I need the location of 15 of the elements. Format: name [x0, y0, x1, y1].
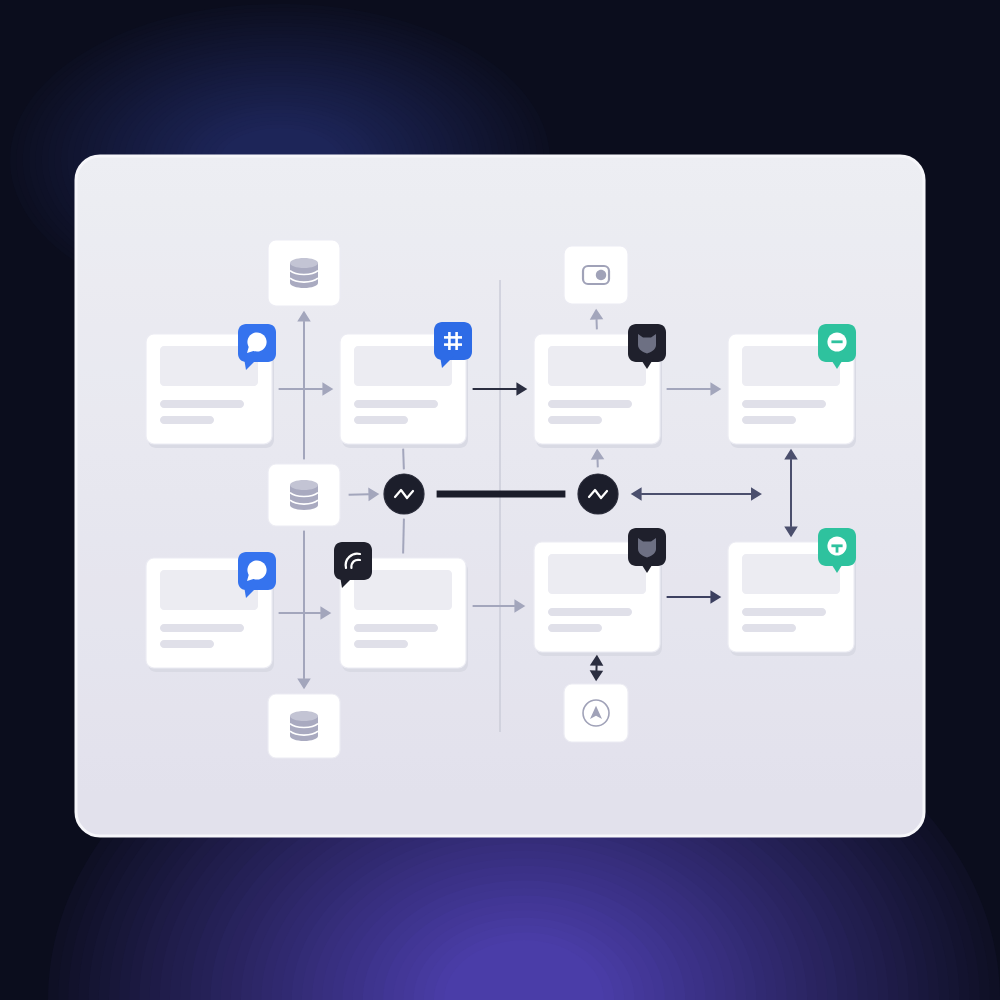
card — [339, 557, 468, 672]
connector-line — [402, 447, 405, 471]
icon-tile — [563, 245, 629, 305]
card — [145, 333, 274, 448]
icon-tile — [563, 683, 629, 743]
card — [727, 333, 856, 448]
card — [339, 333, 468, 448]
hub-circle — [383, 473, 425, 515]
card — [533, 541, 662, 656]
connector-line — [436, 490, 566, 498]
card — [145, 557, 274, 672]
card — [727, 541, 856, 656]
connector-line — [402, 517, 405, 555]
hub-circle — [577, 473, 619, 515]
card — [533, 333, 662, 448]
